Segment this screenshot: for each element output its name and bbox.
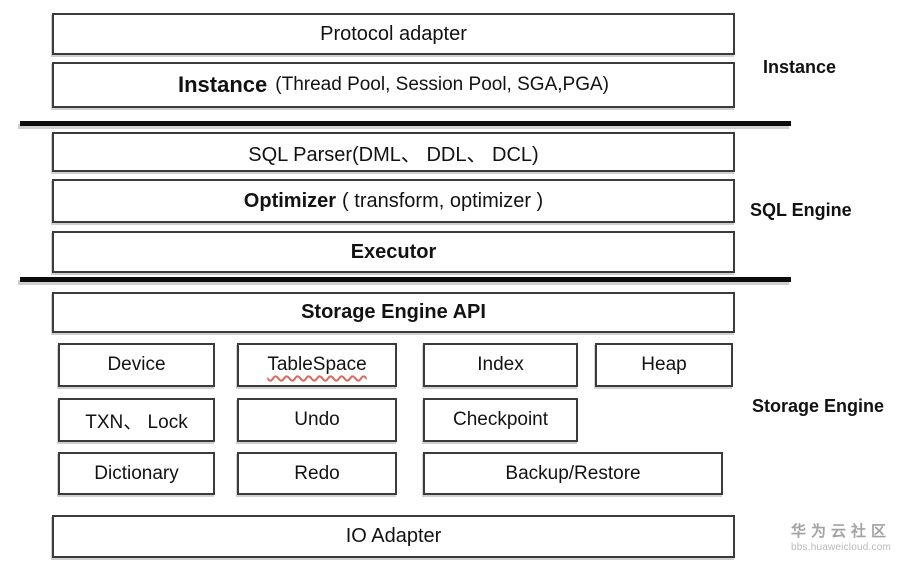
heap-label: Heap xyxy=(641,354,687,375)
box-executor: Executor xyxy=(52,231,735,273)
box-undo: Undo xyxy=(237,398,397,442)
backup-restore-label: Backup/Restore xyxy=(505,462,641,484)
optimizer-title: Optimizer xyxy=(243,189,337,212)
instance-title: Instance xyxy=(178,72,268,97)
box-optimizer: Optimizer ( transform, optimizer ) xyxy=(52,179,735,223)
txn-lock-label: TXN、 Lock xyxy=(85,411,188,433)
box-dictionary: Dictionary xyxy=(58,452,215,495)
divider-instance-sql xyxy=(20,121,791,126)
box-backup-restore: Backup/Restore xyxy=(423,452,723,495)
instance-detail: (Thread Pool, Session Pool, SGA,PGA) xyxy=(275,74,609,95)
box-index: Index xyxy=(423,343,578,387)
storage-engine-api-label: Storage Engine API xyxy=(301,301,486,323)
executor-label: Executor xyxy=(350,240,437,263)
device-label: Device xyxy=(107,354,166,375)
box-sql-parser: SQL Parser(DML、 DDL、 DCL) xyxy=(52,132,735,172)
group-label-storage-engine: Storage Engine xyxy=(752,396,885,416)
tablespace-label: TableSpace xyxy=(267,354,367,375)
checkpoint-label: Checkpoint xyxy=(452,409,549,430)
group-label-instance: Instance xyxy=(763,57,837,77)
sql-parser-label: SQL Parser(DML、 DDL、 DCL) xyxy=(248,143,539,166)
box-redo: Redo xyxy=(237,452,397,495)
box-heap: Heap xyxy=(595,343,733,387)
optimizer-detail: ( transform, optimizer ) xyxy=(342,189,544,212)
box-instance: Instance (Thread Pool, Session Pool, SGA… xyxy=(52,62,735,108)
watermark-title: 华为云社区 xyxy=(790,523,891,540)
protocol-adapter-label: Protocol adapter xyxy=(320,22,467,45)
box-storage-engine-api: Storage Engine API xyxy=(52,292,735,333)
watermark: 华为云社区 bbs.huaweicloud.com xyxy=(778,523,904,554)
undo-label: Undo xyxy=(294,409,340,430)
box-io-adapter: IO Adapter xyxy=(52,515,735,558)
dictionary-label: Dictionary xyxy=(94,462,179,484)
box-checkpoint: Checkpoint xyxy=(423,398,578,442)
group-label-sql-engine: SQL Engine xyxy=(750,200,852,220)
watermark-url: bbs.huaweicloud.com xyxy=(791,541,891,553)
box-tablespace: TableSpace xyxy=(237,343,397,387)
box-device: Device xyxy=(58,343,215,387)
divider-sql-storage xyxy=(20,277,791,282)
box-txn-lock: TXN、 Lock xyxy=(58,398,215,442)
box-protocol-adapter: Protocol adapter xyxy=(52,13,735,55)
io-adapter-label: IO Adapter xyxy=(345,525,442,547)
index-label: Index xyxy=(477,354,524,375)
redo-label: Redo xyxy=(294,462,340,484)
